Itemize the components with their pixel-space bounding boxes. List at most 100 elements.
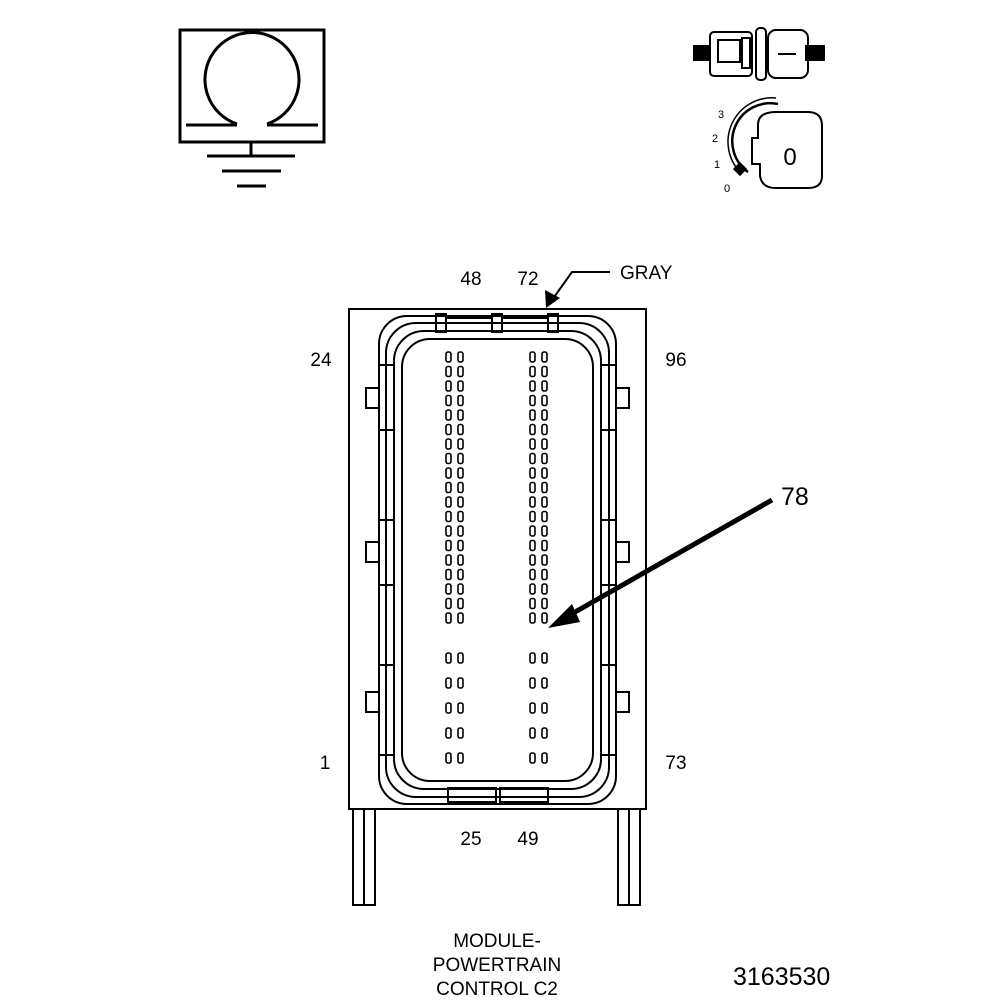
pin-cavity <box>445 597 452 610</box>
pin-cavity <box>529 394 536 407</box>
pin-cavity <box>541 568 548 581</box>
caption-line-2: POWERTRAIN <box>433 955 561 976</box>
pin-cavity <box>541 380 548 392</box>
pin-cavity <box>457 652 464 664</box>
pin-cavity <box>445 409 452 421</box>
connector-plug-icon <box>693 27 825 81</box>
pin-cavity <box>457 597 464 610</box>
pin-cavity <box>445 583 452 595</box>
pin-cavity <box>445 510 452 523</box>
pin-label-96: 96 <box>665 350 686 371</box>
color-callout: GRAY <box>545 263 673 308</box>
pin-cavity <box>529 612 536 624</box>
pin-cavity <box>529 554 536 566</box>
connector-body <box>348 308 647 906</box>
pin-cavity <box>457 365 464 378</box>
pin-cavity <box>457 351 464 363</box>
pin-cavity <box>445 380 452 392</box>
pin-cavity <box>457 510 464 523</box>
pin-label-49: 49 <box>517 829 538 850</box>
pin-cavity <box>445 467 452 479</box>
pin-label-24: 24 <box>310 350 332 371</box>
pin-cavity <box>541 597 548 610</box>
pin-cavity <box>445 481 452 494</box>
pin-callout-label: 78 <box>781 483 809 511</box>
ignition-pos-2: 2 <box>712 133 718 145</box>
pin-cavity <box>445 452 452 465</box>
pin-callout: 78 <box>548 483 809 628</box>
pin-cavity <box>457 568 464 581</box>
pin-cavity <box>541 365 548 378</box>
pin-cavity <box>529 452 536 465</box>
pin-cavity <box>541 525 548 537</box>
pin-cavity <box>445 525 452 537</box>
pin-cavity <box>541 652 548 664</box>
pin-cavity <box>529 568 536 581</box>
pin-cavity <box>529 409 536 421</box>
pin-cavity <box>529 351 536 363</box>
pin-cavity <box>457 423 464 436</box>
pin-cavity <box>457 380 464 392</box>
pin-cavity <box>457 409 464 421</box>
pin-label-72: 72 <box>517 269 538 290</box>
pin-cavity <box>541 423 548 436</box>
pin-cavity <box>457 702 464 714</box>
pin-cavity <box>445 539 452 552</box>
color-callout-label: GRAY <box>620 263 673 284</box>
pin-cavity <box>541 481 548 494</box>
pin-cavity <box>529 727 536 739</box>
pin-cavity <box>445 423 452 436</box>
ignition-key-icon: 3 2 1 0 0 <box>712 97 823 195</box>
pin-cavity <box>541 351 548 363</box>
pin-cavity <box>457 539 464 552</box>
pin-cavity <box>445 612 452 624</box>
caption-line-1: MODULE- <box>453 931 541 952</box>
pin-cavity <box>541 702 548 714</box>
pin-cavity <box>541 452 548 465</box>
pin-cavity <box>457 752 464 764</box>
pin-cavity <box>529 652 536 664</box>
pin-cavity <box>529 539 536 552</box>
pin-cavity <box>529 467 536 479</box>
pin-cavity <box>457 525 464 537</box>
pin-cavity <box>445 365 452 378</box>
caption-line-3: CONTROL C2 <box>436 979 558 1000</box>
pin-cavity <box>529 525 536 537</box>
pin-cavity <box>541 409 548 421</box>
pin-cavity <box>529 752 536 764</box>
pin-cavity <box>457 481 464 494</box>
pin-cavity <box>445 727 452 739</box>
pin-cavities <box>445 351 548 764</box>
pin-cavity <box>445 438 452 450</box>
pin-cavity <box>457 554 464 566</box>
pin-cavity <box>529 583 536 595</box>
pin-cavity <box>445 677 452 689</box>
pin-cavity <box>457 612 464 624</box>
pin-cavity <box>457 394 464 407</box>
pin-label-25: 25 <box>460 829 481 850</box>
pin-cavity <box>445 652 452 664</box>
pin-cavity <box>541 554 548 566</box>
ignition-pos-1: 1 <box>714 159 720 171</box>
pin-cavity <box>529 510 536 523</box>
pin-cavity <box>445 554 452 566</box>
pin-cavity <box>541 496 548 508</box>
pin-cavity <box>529 423 536 436</box>
ignition-pos-3: 3 <box>718 109 724 121</box>
pin-cavity <box>445 752 452 764</box>
pin-cavity <box>529 597 536 610</box>
pin-cavity <box>457 583 464 595</box>
pin-cavity <box>541 394 548 407</box>
pin-cavity <box>445 351 452 363</box>
pin-cavity <box>541 752 548 764</box>
pin-cavity <box>541 677 548 689</box>
pin-cavity <box>445 394 452 407</box>
pin-cavity <box>457 467 464 479</box>
pin-cavity <box>529 481 536 494</box>
pin-cavity <box>529 438 536 450</box>
pin-cavity <box>541 612 548 624</box>
pin-cavity <box>457 496 464 508</box>
ignition-pos-0: 0 <box>724 183 730 195</box>
pin-cavity <box>541 510 548 523</box>
